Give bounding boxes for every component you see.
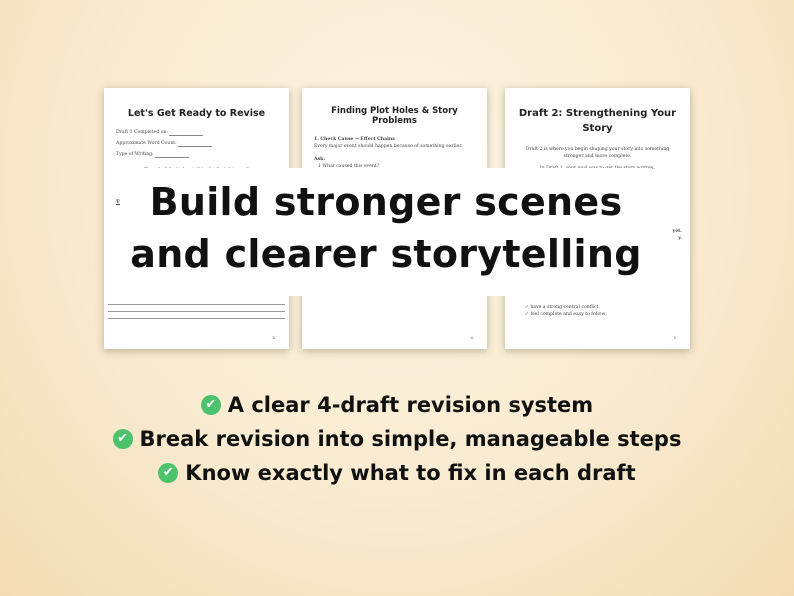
feature-item: ✔ Know exactly what to fix in each draft (0, 456, 794, 490)
checklist-item: ✓ feel complete and easy to follow (525, 312, 606, 317)
check-circle-icon: ✔ (112, 429, 133, 449)
headline-line-2: and clearer storytelling (130, 232, 642, 276)
page-number: 5 (673, 335, 676, 340)
feature-item: ✔ Break revision into simple, manageable… (0, 422, 794, 456)
checklist: ✓ have a strong central conflict ✓ feel … (525, 304, 605, 318)
feature-text: Know exactly what to fix in each draft (185, 461, 636, 485)
text-fragment: y. (678, 236, 682, 241)
text-fragment: yet. (672, 229, 682, 234)
writing-lines (104, 298, 289, 319)
page-title: Finding Plot Holes & Story Problems (331, 106, 458, 126)
check-circle-icon: ✔ (158, 463, 179, 483)
ask-label: Ask: (314, 157, 326, 162)
question: 1 What caused this event? (318, 164, 380, 169)
page-number: 4 (272, 335, 275, 340)
intro-text: Draft 2 is where you begin shaping your … (525, 147, 670, 159)
headline-line-1: Build stronger scenes (149, 180, 623, 224)
checklist-item: ✓ have a strong central conflict (525, 305, 599, 310)
feature-item: ✔ A clear 4-draft revision system (0, 388, 794, 422)
check-circle-icon: ✔ (200, 395, 221, 415)
form-field: Approximate Word Count: (116, 140, 277, 147)
feature-text: A clear 4-draft revision system (227, 393, 594, 417)
headline: Build stronger scenes and clearer storyt… (120, 176, 652, 280)
page-title: Let's Get Ready to Revise (127, 108, 266, 119)
form-field: Type of Writing: (116, 151, 277, 158)
page-number: 6 (470, 335, 473, 340)
headline-banner (120, 168, 652, 296)
feature-list: ✔ A clear 4-draft revision system ✔ Brea… (0, 388, 794, 490)
section-text: Every major event should happen because … (314, 144, 463, 149)
form-field: Draft 1 Completed on: (116, 129, 277, 136)
feature-text: Break revision into simple, manageable s… (139, 427, 682, 451)
page-title: Draft 2: Strengthening Your Story (518, 108, 677, 134)
section-heading: 1. Check Cause → Effect Chains (314, 137, 395, 142)
